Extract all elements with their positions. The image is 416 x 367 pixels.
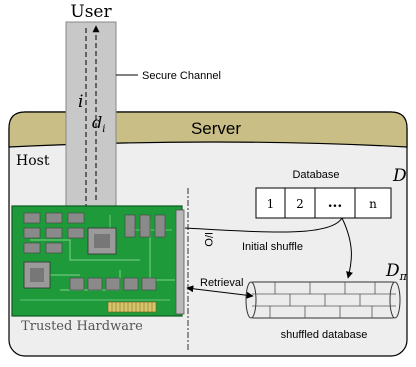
initial-shuffle-arrow <box>184 217 351 278</box>
initial-shuffle-label: Initial shuffle <box>242 241 303 253</box>
query-index-label: i <box>78 92 83 112</box>
user-label: User <box>70 2 112 22</box>
database-cell <box>255 187 286 219</box>
data-item-label: di <box>92 113 105 135</box>
database-symbol: D <box>392 166 407 186</box>
trusted-hardware-board <box>11 205 185 317</box>
shuffled-database <box>245 281 401 319</box>
retrieval-label: Retrieval <box>200 277 243 289</box>
database-cell-label: ... <box>328 195 343 211</box>
trusted-hardware-label: Trusted Hardware <box>21 319 143 334</box>
database-cell <box>284 187 316 219</box>
shuffled-database-label: shuffled database <box>281 329 368 341</box>
database-label: Database <box>292 169 339 181</box>
io-label: I/O <box>202 232 214 247</box>
database-cell <box>354 187 392 219</box>
shuffled-database-symbol: Dπ <box>385 261 408 283</box>
retrieval-arrow <box>186 285 254 299</box>
database-array: 1 2 ... n <box>255 187 392 219</box>
database-cell-label: 1 <box>267 197 275 211</box>
secure-channel-label: Secure Channel <box>142 70 221 82</box>
database-cell <box>314 187 356 219</box>
host-label: Host <box>16 153 50 169</box>
secure-channel-pipe <box>65 21 117 211</box>
server-label: Server <box>191 119 241 138</box>
database-cell-label: n <box>369 197 377 211</box>
database-cell-label: 2 <box>296 197 304 211</box>
